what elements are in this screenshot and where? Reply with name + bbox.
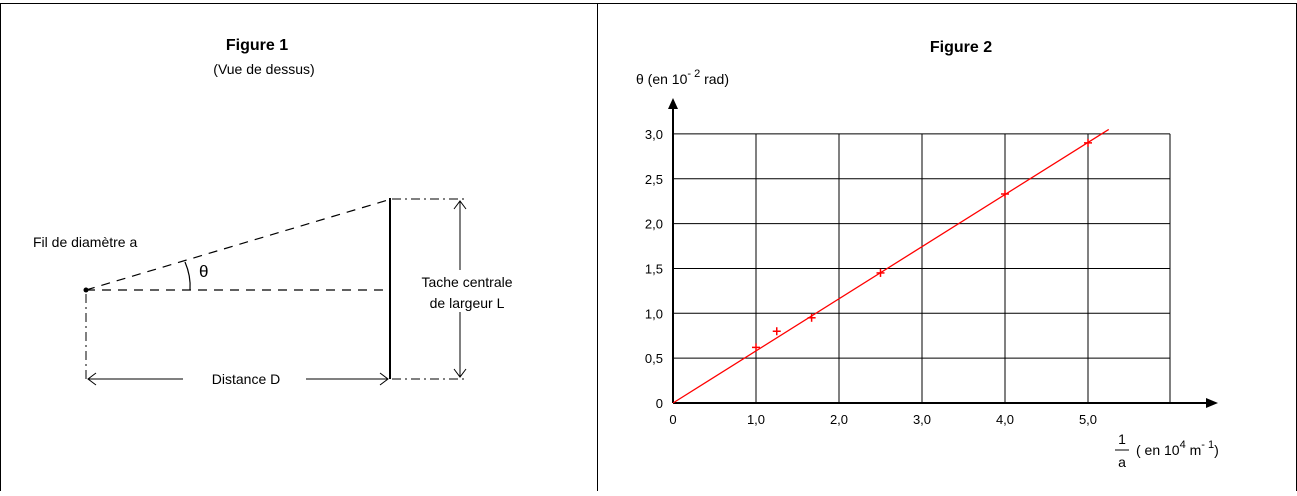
wire-label: Fil de diamètre a (33, 234, 137, 250)
y-tick-label: 2,5 (645, 172, 663, 187)
figure-2: Figure 2 θ (en 10- 2 rad) 0 0,5 1,0 1,5 2,0 2… (636, 39, 1219, 470)
y-tick-label: 2,0 (645, 217, 663, 232)
x-tick-label: 1,0 (747, 412, 765, 427)
x-axis-fraction-num: 1 (1118, 431, 1126, 447)
data-point (1084, 138, 1092, 147)
x-tick-label: 2,0 (830, 412, 848, 427)
x-axis-label-prefix: ( en 10 (1136, 442, 1180, 458)
spot-label-line1: Tache centrale (421, 274, 512, 290)
y-tick-label: 0,5 (645, 351, 663, 366)
x-tick-label: 4,0 (996, 412, 1014, 427)
x-tick-label: 3,0 (913, 412, 931, 427)
chart-grid (673, 133, 1171, 403)
chart-tick-labels: 0 0,5 1,0 1,5 2,0 2,5 3,0 0 1,0 2,0 3,0 4,0 5,0 (645, 127, 1097, 427)
x-tick-label: 5,0 (1079, 412, 1097, 427)
x-axis-label-suffix: ) (1214, 442, 1219, 458)
figure-1-subtitle: (Vue de dessus) (213, 61, 314, 77)
y-tick-label: 1,0 (645, 306, 663, 321)
y-axis-label: θ (en 10- 2 rad) (636, 68, 729, 87)
chart-axes (668, 98, 1218, 408)
diffraction-ray (85, 199, 389, 291)
x-axis-label-mid: m (1186, 442, 1202, 458)
width-arrow-head-top (453, 200, 467, 210)
chart-points (752, 138, 1092, 352)
distance-arrow-head-left (87, 372, 97, 386)
distance-label: Distance D (212, 371, 280, 387)
data-point (807, 313, 816, 322)
angle-theta-label: θ (199, 262, 208, 281)
x-axis-fraction-den: a (1118, 454, 1126, 470)
x-axis-label-exp2: - 1 (1201, 439, 1214, 451)
y-tick-label: 0 (656, 396, 663, 411)
figure-2-title: Figure 2 (930, 39, 992, 56)
y-axis-label-exp: - 2 (687, 68, 700, 80)
spot-label-bg (404, 270, 530, 312)
x-tick-label: 0 (669, 412, 676, 427)
y-axis-label-prefix: θ (en 10 (636, 71, 688, 87)
chart-fit-line (672, 128, 1110, 404)
x-axis-label-exp: 4 (1180, 439, 1186, 451)
width-arrow-head-bottom (453, 368, 467, 378)
data-point (772, 327, 781, 336)
x-axis-arrow (1206, 398, 1218, 408)
data-point (876, 268, 885, 277)
angle-arc (184, 261, 191, 291)
y-axis-arrow (668, 98, 678, 109)
figure-1: Figure 1 (Vue de dessus) Fil de diamètre… (33, 37, 530, 387)
fit-line (672, 128, 1110, 404)
figure-1-title: Figure 1 (226, 37, 288, 54)
y-tick-label: 1,5 (645, 261, 663, 276)
y-axis-label-suffix: rad) (700, 71, 729, 87)
spot-label-line2: de largeur L (430, 295, 505, 311)
y-tick-label: 3,0 (645, 127, 663, 142)
distance-arrow-head-right (379, 372, 389, 386)
data-point (1001, 189, 1009, 198)
x-axis-label: ( en 104 m- 1) (1136, 439, 1219, 458)
data-point (752, 343, 760, 352)
